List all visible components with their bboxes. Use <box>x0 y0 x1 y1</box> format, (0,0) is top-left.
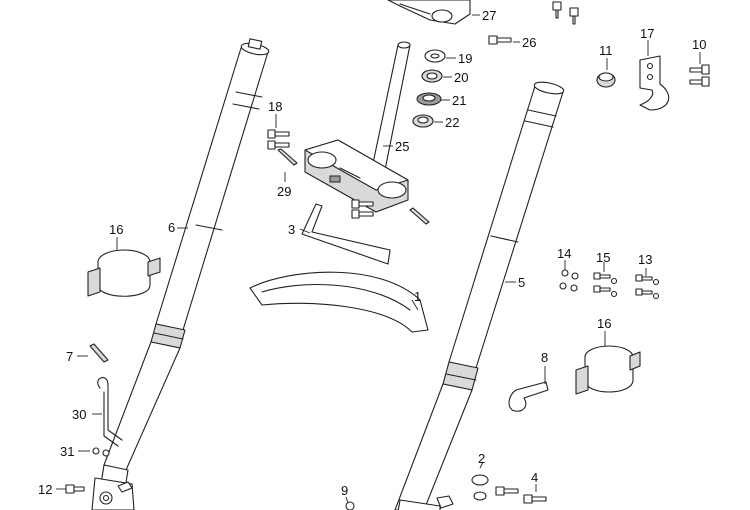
upper-triple-clamp <box>387 0 471 25</box>
callout-17: 17 <box>640 26 654 41</box>
callout-31: 31 <box>60 444 74 459</box>
callout-19: 19 <box>458 51 472 66</box>
callout-4: 4 <box>531 470 538 485</box>
callout-29: 29 <box>277 184 291 199</box>
front-fender <box>249 271 429 333</box>
callout-2: 2 <box>478 451 485 466</box>
callout-3: 3 <box>288 222 295 237</box>
callout-12: 12 <box>38 482 52 497</box>
callout-9: 9 <box>341 483 348 498</box>
rubber-grommet <box>596 72 616 88</box>
callout-27: 27 <box>482 8 496 23</box>
tube-clamp-right <box>575 345 641 395</box>
callout-11: 11 <box>599 43 613 58</box>
callout-16-right: 16 <box>597 316 611 331</box>
callout-6: 6 <box>168 220 175 235</box>
steering-stem-lower-clamp <box>304 41 411 213</box>
callout-15: 15 <box>596 250 610 265</box>
callout-13: 13 <box>638 252 652 267</box>
right-fork-tube <box>394 81 565 510</box>
callout-25: 25 <box>395 139 409 154</box>
callout-8: 8 <box>541 350 548 365</box>
callout-26: 26 <box>522 35 536 50</box>
leader-lines <box>56 14 701 504</box>
bolt-group <box>65 1 710 510</box>
callout-18: 18 <box>268 99 282 114</box>
callout-labels: 1 2 3 4 5 6 7 8 9 10 11 12 13 14 15 16 1… <box>38 8 706 498</box>
callout-10: 10 <box>692 37 706 52</box>
hose-guide <box>508 381 549 412</box>
tube-clamp-left <box>87 249 161 297</box>
stem-bearing-set <box>412 49 446 128</box>
callout-22: 22 <box>445 115 459 130</box>
hose-clamp <box>639 55 670 111</box>
callout-21: 21 <box>452 93 466 108</box>
callout-20: 20 <box>454 70 468 85</box>
callout-14: 14 <box>557 246 571 261</box>
callout-1: 1 <box>414 289 421 304</box>
callout-7: 7 <box>66 349 73 364</box>
fender-bracket <box>301 203 391 265</box>
callout-5: 5 <box>518 275 525 290</box>
left-fork-tube <box>91 38 270 510</box>
callout-16-left: 16 <box>109 222 123 237</box>
wire-clip <box>97 377 123 447</box>
callout-30: 30 <box>72 407 86 422</box>
